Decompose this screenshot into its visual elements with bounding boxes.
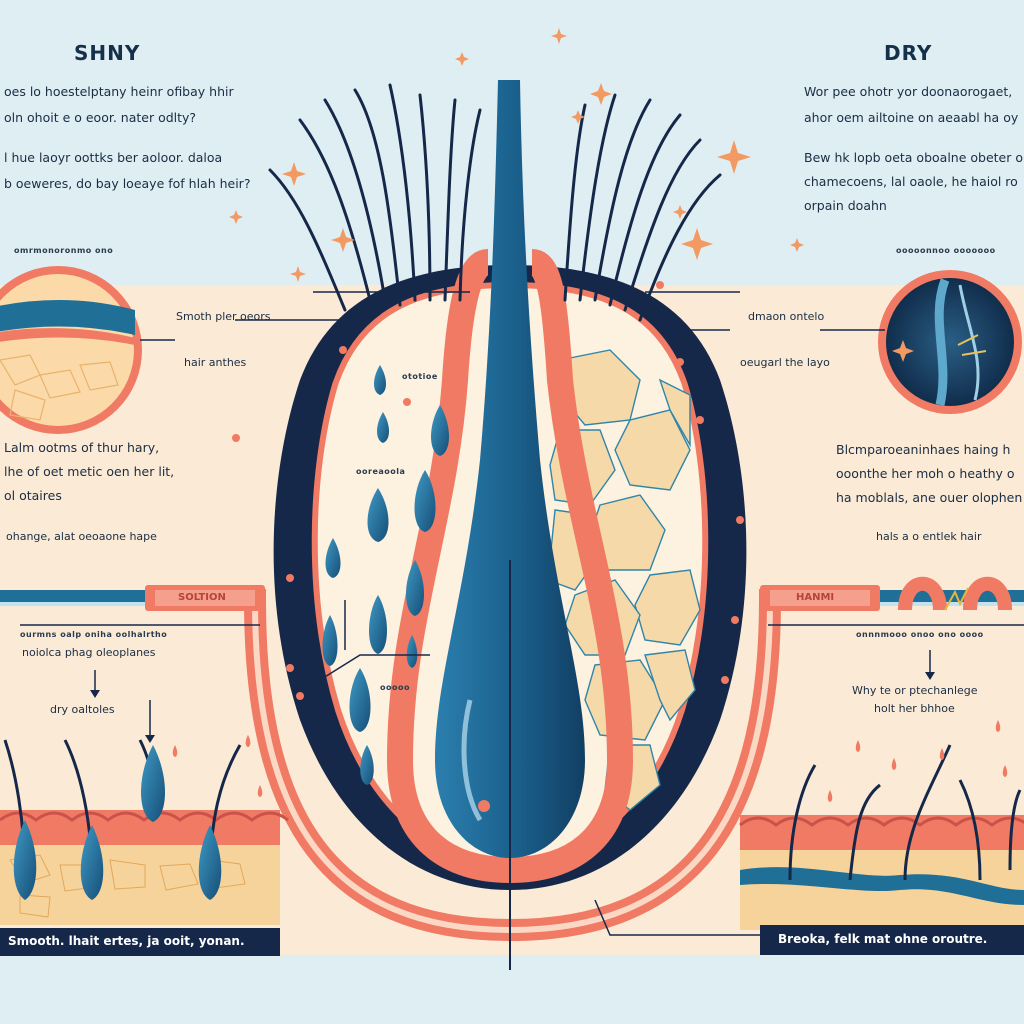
center-label-2: ooreaoola	[356, 467, 406, 476]
right-bottom-bar-text: Breoka, felk mat ohne oroutre.	[778, 932, 988, 946]
left-bottom-bar-text: Smooth. lhait ertes, ja ooit, yonan.	[8, 934, 245, 948]
right-caption-row: onnnmooo onoo ono oooo	[856, 630, 984, 639]
right-paragraph-1-line-1: Wor pee ohotr yor doonaorogaet,	[804, 84, 1013, 99]
right-paragraph-3-line-1: Blcmparoeaninhaes haing h	[836, 442, 1011, 457]
heading-shiny: SHNY	[74, 41, 141, 65]
label-change-shape: ohange, alat oeoaone hape	[6, 530, 157, 543]
left-small-caption: omrmonoronmo ono	[14, 246, 114, 255]
left-skin-section	[0, 735, 289, 956]
right-paragraph-3-line-2: ooonthe her moh o heathy o	[836, 466, 1015, 481]
label-damaged-cuticle: dmaon ontelo	[748, 310, 825, 323]
left-paragraph-3-line-2: lhe of oet metic oen her lit,	[4, 464, 175, 479]
arrows	[90, 672, 935, 743]
label-hair-anthes: hair anthes	[184, 356, 247, 369]
hair-shaft	[435, 80, 585, 858]
hair-strands	[268, 83, 722, 322]
label-dry-cuticles: dry oaltoles	[50, 703, 115, 716]
label-damaged-hair: hals a o entlek hair	[876, 530, 982, 543]
right-skin-section	[739, 720, 1024, 955]
sparkles	[229, 28, 804, 282]
right-paragraph-2-line-3: orpain doahn	[804, 198, 887, 213]
right-small-caption: ooooonnoo ooooooo	[896, 246, 996, 255]
center-label-1: ototioe	[402, 372, 438, 381]
right-paragraph-3-line-3: ha moblals, ane ouer olophen	[836, 490, 1023, 505]
left-paragraph-3-line-1: Lalm ootms of thur hary,	[4, 440, 160, 455]
left-paragraph-2-line-1: l hue laoyr oottks ber aoloor. daloa	[4, 150, 223, 165]
water-drops	[322, 365, 449, 785]
right-pill-label: HANMI	[796, 592, 835, 603]
leader-lines	[20, 291, 1024, 970]
hair-shaft-highlight	[461, 699, 483, 822]
left-paragraph-3-line-3: ol otaires	[4, 488, 62, 503]
heading-dry: DRY	[884, 41, 933, 65]
left-caption-row: ourmns oalp oniha oolhalrtho	[20, 630, 168, 639]
left-paragraph-1-line-1: oes lo hoestelptany heinr ofibay hhir	[4, 84, 234, 99]
damaged-cuticle-inset	[898, 576, 1012, 611]
left-bars	[0, 585, 265, 611]
solution-pill-label: SOLTION	[178, 592, 226, 603]
right-paragraph-2-line-1: Bew hk lopb oeta oboalne obeter o	[804, 150, 1024, 165]
bottom-strip	[0, 955, 1024, 1024]
label-plane: noiolca phag oleoplanes	[22, 646, 156, 659]
left-paragraph-2-line-2: b oeweres, do bay loeaye fof hlah heir?	[4, 176, 251, 191]
salmon-drops-left	[245, 735, 251, 747]
dots	[232, 281, 744, 700]
right-paragraph-1-line-2: ahor oem ailtoine on aeaabl ha oy	[804, 110, 1019, 125]
label-layer: oeugarl the layo	[740, 356, 830, 369]
right-inset-circle	[878, 270, 1022, 414]
label-why-line-2: holt her bhhoe	[874, 702, 955, 715]
label-smooth-layers: Smoth pler oeors	[176, 310, 271, 323]
left-inset-circle	[0, 266, 142, 434]
label-why-line-1: Why te or ptechanlege	[852, 684, 978, 697]
center-label-3: ooooo	[380, 683, 410, 692]
left-paragraph-1-line-2: oln ohoit e o eoor. nater odlty?	[4, 110, 197, 125]
right-paragraph-2-line-2: chamecoens, lal oaole, he haiol ro	[804, 174, 1018, 189]
bulb-dot	[478, 800, 490, 812]
